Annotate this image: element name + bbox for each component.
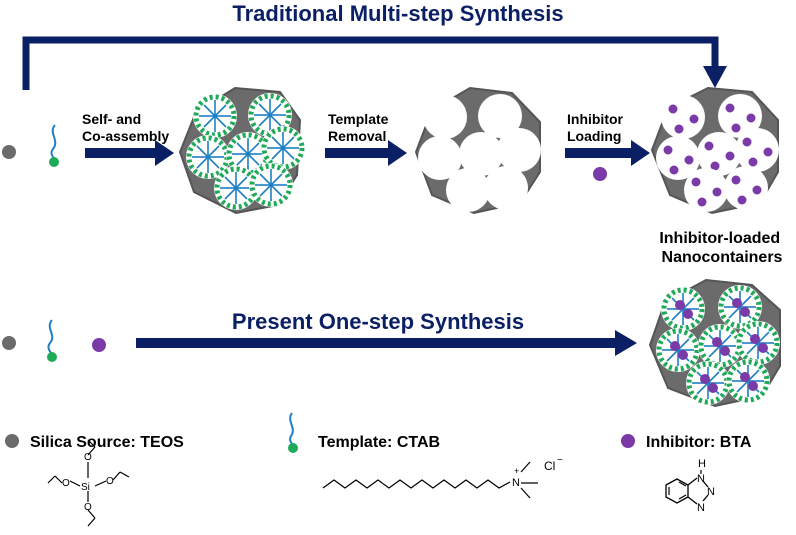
svg-text:O: O: [106, 476, 114, 487]
self-assembly-label: Self- and Co-assembly: [82, 111, 169, 144]
self-assembly-arrow: [85, 140, 174, 166]
inhibitor-loading-arrow: [565, 140, 650, 166]
legend-template-icon: [288, 412, 298, 453]
present-title: Present One-step Synthesis: [232, 309, 524, 334]
svg-text:O: O: [84, 452, 92, 463]
silica-source-particle-onestep: [2, 336, 16, 350]
legend-template-label: Template: CTAB: [318, 434, 440, 451]
svg-text:O: O: [84, 502, 92, 513]
legend-silica-label: Silica Source: TEOS: [30, 434, 184, 451]
legend-inhibitor-label: Inhibitor: BTA: [646, 434, 752, 451]
one-step-arrow: [136, 330, 637, 356]
ctab-template-molecule-onestep: [47, 319, 57, 362]
ctab-structure: N + Cl −: [322, 455, 563, 499]
template-removal-label: Template Removal: [328, 111, 392, 144]
as-synthesized-mesostructure: [178, 86, 305, 215]
ctab-template-molecule: [49, 124, 59, 167]
one-step-nanocontainer: [648, 278, 780, 406]
teos-structure: Si O O O O: [47, 439, 130, 527]
bta-structure: N H N N: [665, 458, 715, 514]
svg-text:N: N: [697, 473, 705, 485]
svg-text:Si: Si: [81, 482, 90, 493]
template-removal-arrow: [325, 140, 407, 166]
silica-source-particle: [2, 145, 16, 159]
svg-text:Cl: Cl: [544, 459, 555, 473]
svg-text:N: N: [697, 502, 705, 514]
legend-silica-icon: [5, 434, 19, 448]
traditional-title: Traditional Multi-step Synthesis: [232, 1, 563, 26]
traditional-route-arrow: [22, 36, 727, 90]
svg-text:H: H: [698, 458, 706, 470]
svg-text:N: N: [512, 477, 520, 489]
legend-inhibitor-icon: [621, 434, 635, 448]
svg-text:N: N: [707, 486, 715, 498]
svg-text:+: +: [514, 466, 519, 476]
inhibitor-particle: [593, 167, 607, 181]
inhibitor-loading-label: Inhibitor Loading: [567, 111, 627, 144]
inhibitor-loaded-nanocontainers-label: Inhibitor-loaded Nanocontainers: [659, 230, 784, 266]
inhibitor-loaded-nanocontainer: [650, 86, 779, 215]
svg-text:−: −: [557, 455, 563, 466]
inhibitor-particle-onestep: [92, 338, 106, 352]
mesoporous-silica-nanoparticle: [414, 86, 541, 215]
svg-text:O: O: [62, 478, 70, 489]
